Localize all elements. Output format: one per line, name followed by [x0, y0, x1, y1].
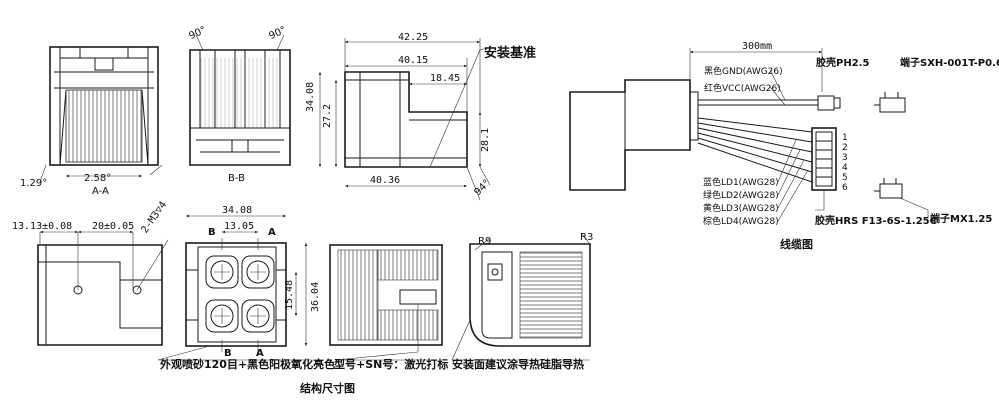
housing-hrs-label: 胶壳HRS F13-6S-1.25C — [815, 214, 937, 227]
cable-drawing-title: 线缆图 — [780, 237, 813, 251]
cable-length: 300mm — [742, 41, 772, 52]
section-mark-a-top: A — [268, 227, 276, 238]
dim-1845: 18.45 — [430, 73, 460, 84]
cable-module-body — [569, 79, 691, 191]
aa-angle-129: 1.29° — [20, 178, 47, 189]
fin-side-view — [329, 244, 443, 352]
bb-section-label: B-B — [228, 173, 245, 184]
dim-272: 27.2 — [322, 104, 333, 128]
radius-r3: R3 — [580, 232, 593, 243]
bb-angle-right: 90° — [267, 25, 288, 42]
dim-4015: 40.15 — [398, 55, 428, 66]
wire-vcc-label: 红色VCC(AWG26) — [704, 82, 781, 94]
back-outline — [469, 243, 591, 347]
pin-1: 1 — [842, 133, 848, 143]
section-bb-view: 90° 90° B-B — [187, 25, 291, 184]
dim-20: 20±0.05 — [92, 221, 134, 232]
dim-281: 28.1 — [480, 128, 491, 152]
terminal-mx125-label: 端子MX1.25 — [930, 212, 992, 225]
pin-2: 2 — [842, 143, 848, 153]
pin-6: 6 — [842, 183, 848, 193]
aa-outline — [49, 46, 159, 166]
section-mark-b-bottom: B — [224, 348, 232, 359]
dim-1313: 13.13±0.08 — [12, 221, 72, 232]
wire-ld4-label: 棕色LD4(AWG28) — [703, 215, 779, 227]
back-view: R9 R3 — [469, 232, 593, 347]
angle-94: 94° — [472, 178, 492, 198]
pin-5: 5 — [842, 173, 848, 183]
back-connector — [487, 263, 503, 281]
top-outline — [185, 242, 287, 347]
bb-angle-left: 90° — [187, 25, 208, 42]
top-view: 34.08 13.05 15.48 36.04 B A B A — [185, 205, 321, 359]
front-outline — [37, 244, 163, 346]
install-datum-label: 安装基准 — [484, 45, 536, 61]
drawing-title: 结构尺寸图 — [299, 381, 355, 395]
wire-gnd-label: 黑色GND(AWG26) — [704, 65, 783, 77]
fin-view-outline — [329, 244, 443, 346]
aa-angle-258: 2.58° — [84, 173, 111, 184]
dim-4036: 40.36 — [370, 175, 400, 186]
cable-diagram: 300mm 黑色GND(AWG26) 红色VCC(AWG26) 蓝色LD1(AW… — [569, 41, 999, 251]
dim-1548: 15.48 — [284, 280, 295, 310]
dim-3408-side: 34.08 — [305, 82, 316, 112]
front-view: 13.13±0.08 20±0.05 2-M3▽4 — [12, 200, 169, 346]
side-view: 42.25 40.15 18.45 34.08 27.2 28.1 40.36 … — [305, 32, 536, 201]
note-finish: 外观喷砂120目+黑色阳极氧化亮色 — [159, 357, 335, 371]
notes: 外观喷砂120目+黑色阳极氧化亮色 型号+SN号：激光打标 安装面建议涂导热硅脂… — [157, 319, 590, 395]
pin-4: 4 — [842, 163, 848, 173]
dim-3604: 36.04 — [310, 282, 321, 312]
pin-3: 3 — [842, 153, 848, 163]
laser-mark-area — [399, 289, 437, 305]
ph25-housing — [817, 95, 835, 111]
terminal-sxh-label: 端子SXH-001T-P0.6 — [900, 56, 999, 69]
m3-thread-callout: 2-M3▽4 — [139, 200, 169, 236]
dim-4225: 42.25 — [398, 32, 428, 43]
mx125-terminal — [874, 178, 903, 199]
section-mark-b-top: B — [208, 227, 216, 238]
section-mark-a-bottom: A — [256, 348, 264, 359]
radius-r9: R9 — [478, 236, 491, 247]
aa-section-label: A-A — [92, 186, 109, 197]
dim-3408-top: 34.08 — [222, 205, 252, 216]
wire-ld2-label: 绿色LD2(AWG28) — [703, 189, 779, 201]
sxh-terminal — [874, 92, 906, 113]
note-marking: 型号+SN号：激光打标 — [334, 357, 448, 371]
housing-ph25-label: 胶壳PH2.5 — [816, 56, 869, 69]
wire-ld1-label: 蓝色LD1(AWG28) — [703, 176, 779, 188]
section-aa-view: 1.29° 2.58° A-A — [20, 46, 163, 197]
wire-ld3-label: 黄色LD3(AWG28) — [703, 202, 779, 214]
dim-1305: 13.05 — [224, 221, 254, 232]
note-install: 安装面建议涂导热硅脂导热 — [452, 357, 584, 371]
